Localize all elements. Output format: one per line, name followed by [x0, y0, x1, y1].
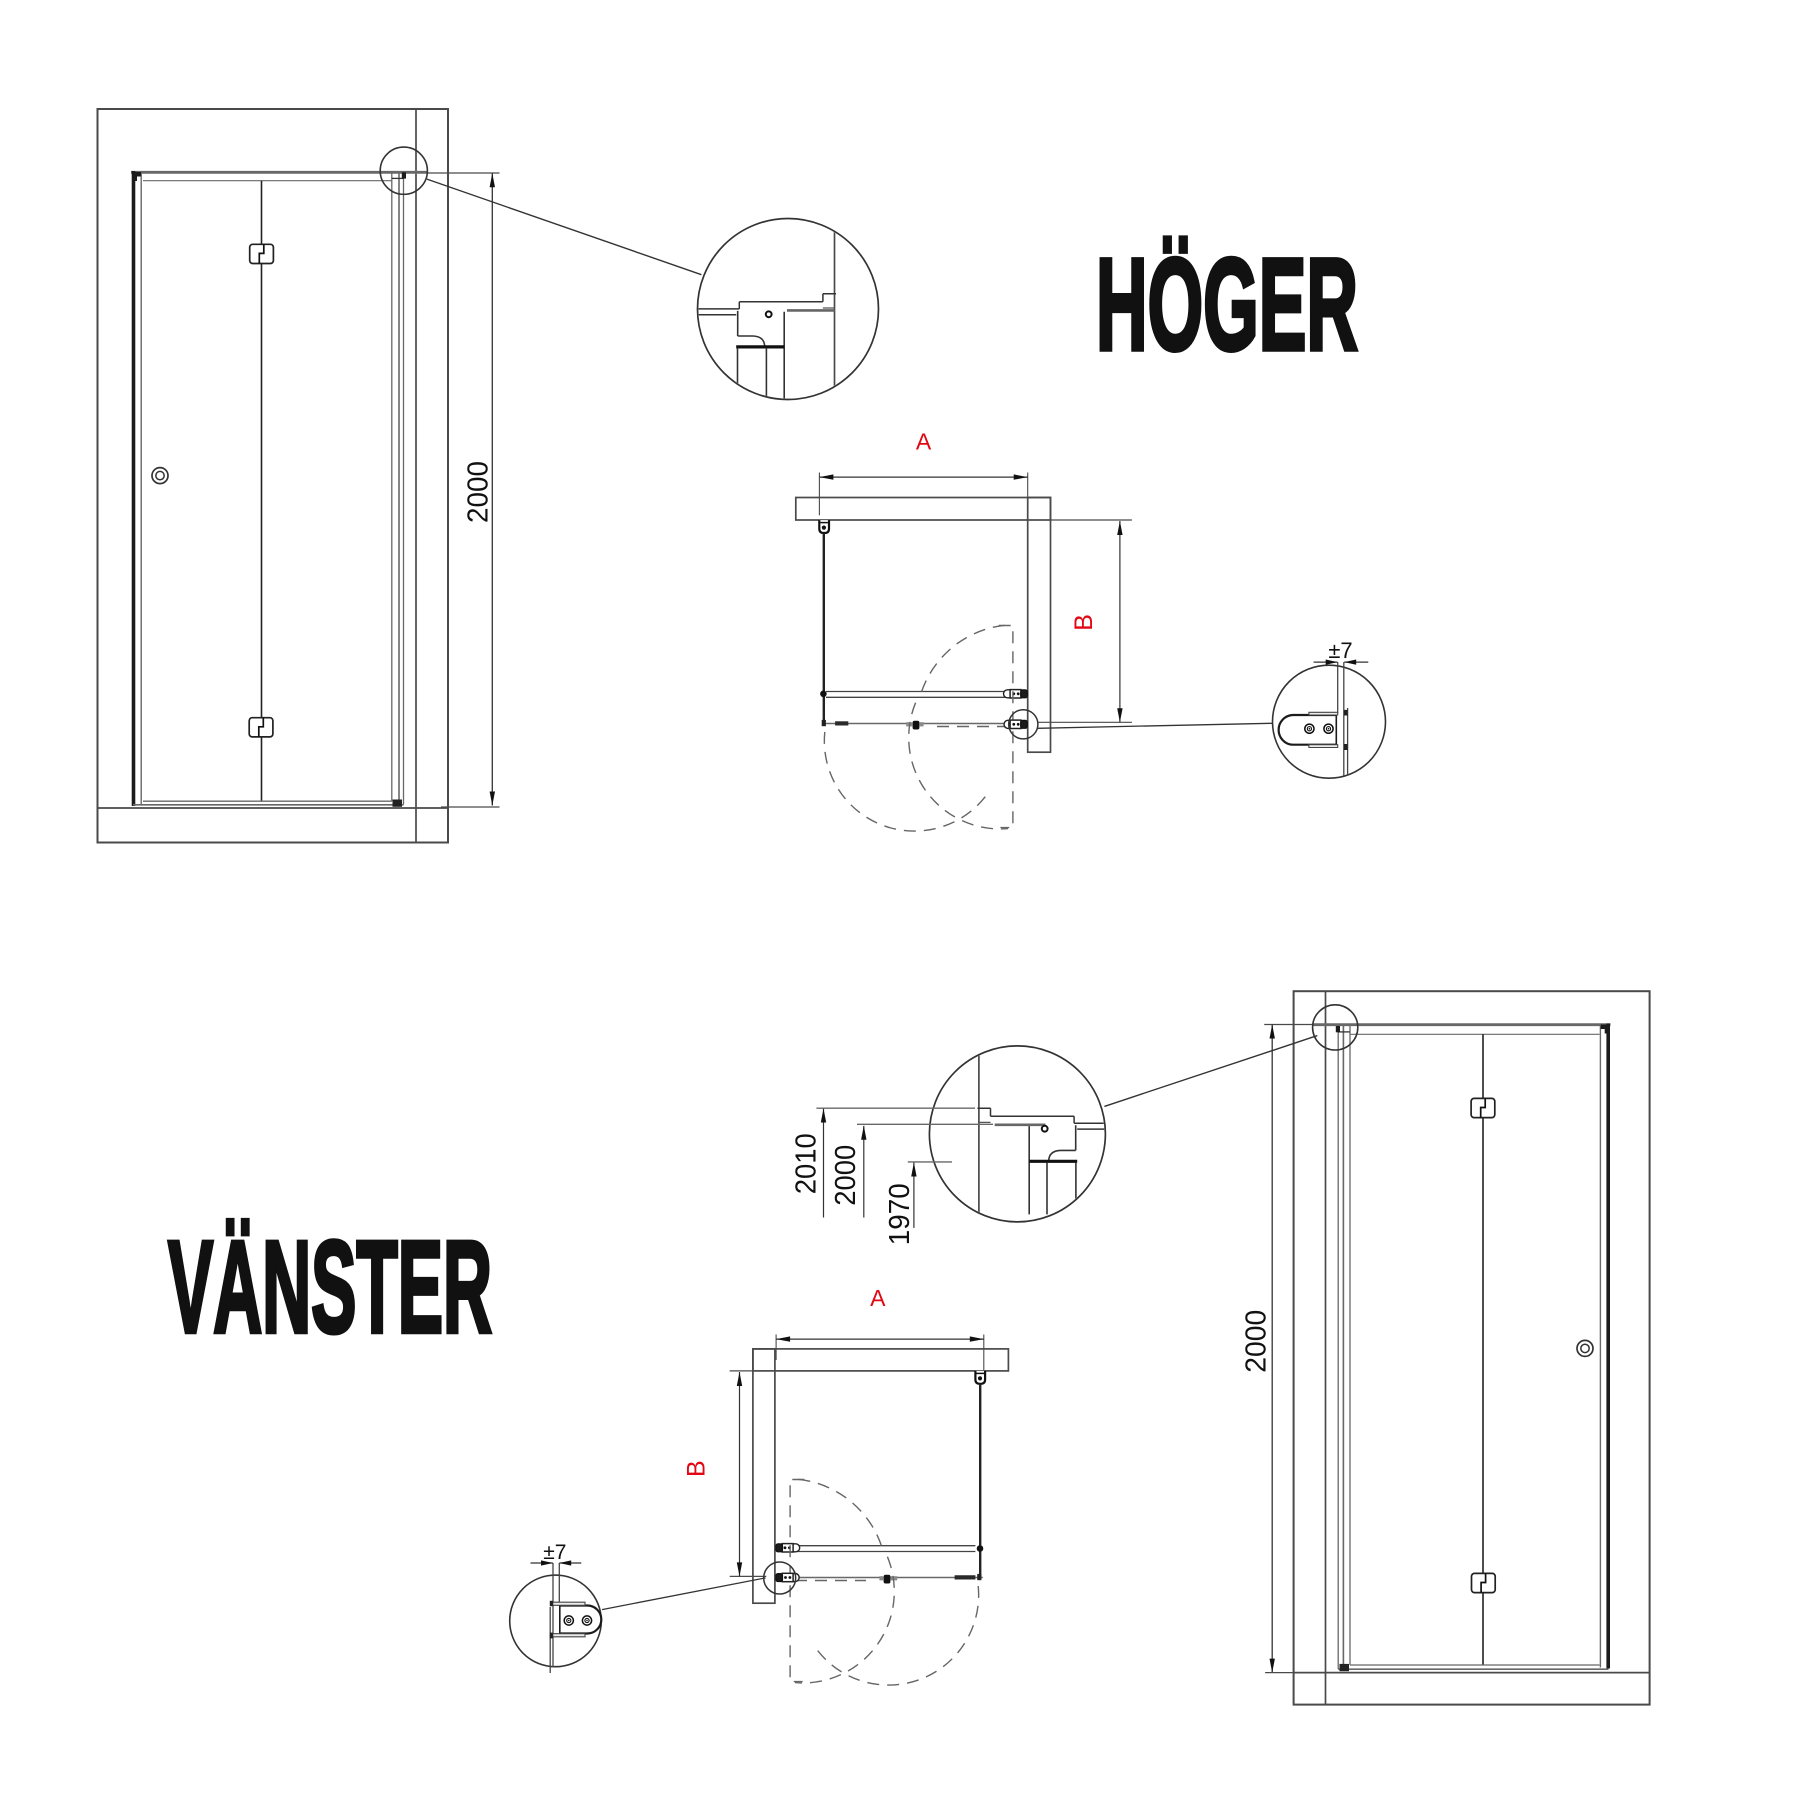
svg-text:2010: 2010 — [790, 1133, 822, 1194]
svg-text:2000: 2000 — [1241, 1310, 1273, 1373]
svg-text:±7: ±7 — [1328, 638, 1352, 663]
svg-text:A: A — [870, 1285, 886, 1311]
svg-text:1970: 1970 — [884, 1183, 916, 1245]
svg-text:2000: 2000 — [462, 461, 494, 523]
svg-text:±7: ±7 — [543, 1541, 566, 1564]
svg-text:2000: 2000 — [830, 1145, 862, 1206]
svg-text:VÄNSTER: VÄNSTER — [168, 1213, 492, 1360]
svg-text:HÖGER: HÖGER — [1096, 231, 1358, 378]
svg-text:A: A — [916, 428, 932, 454]
svg-text:B: B — [682, 1460, 710, 1477]
svg-text:B: B — [1070, 614, 1098, 631]
